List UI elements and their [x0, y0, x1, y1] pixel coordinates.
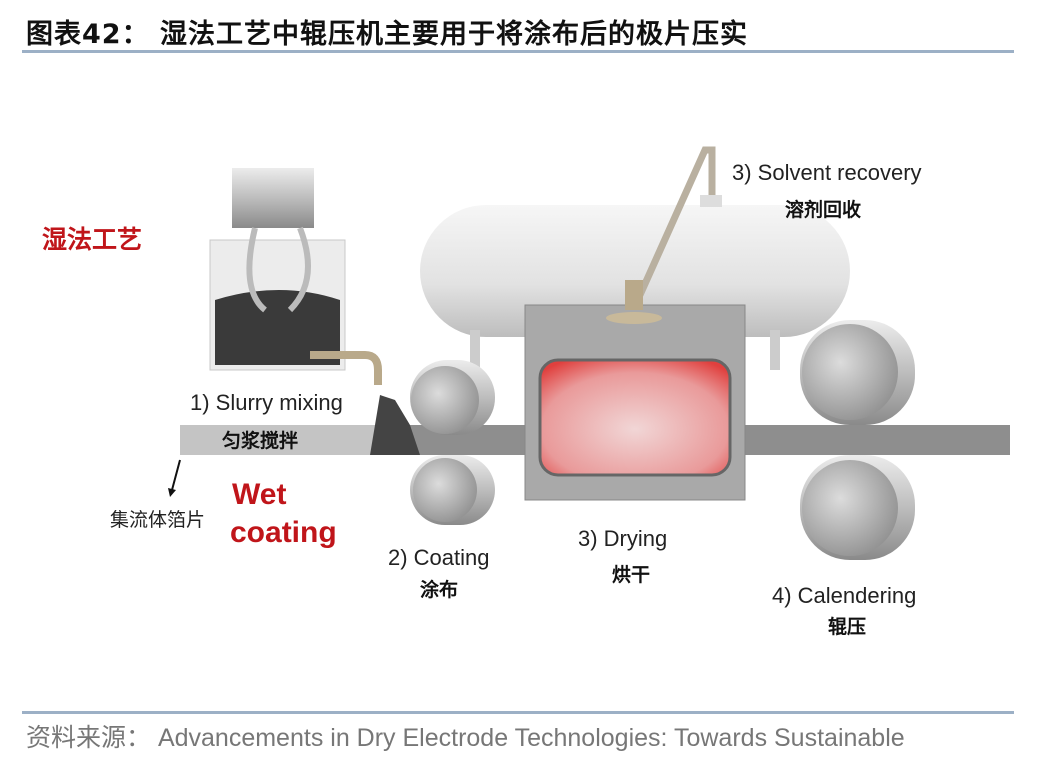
step-drying-label: 3) Drying — [578, 526, 668, 551]
title-divider — [22, 50, 1014, 53]
step-mixing-label: 1) Slurry mixing — [190, 390, 343, 415]
step-calendering-cn: 辊压 — [828, 616, 867, 638]
collector-arrow — [171, 459, 181, 491]
wet-process-label: 湿法工艺 — [42, 225, 143, 254]
source-note: 资料来源： Advancements in Dry Electrode Tech… — [26, 724, 905, 752]
wet-coating-label-line1: Wet — [232, 478, 287, 511]
step-calendering-label: 4) Calendering — [772, 583, 917, 608]
calender-rollers — [800, 320, 915, 560]
step-drying-cn: 烘干 — [612, 564, 651, 586]
wet-coating-label-line2: coating — [230, 516, 337, 549]
step-mixing-cn: 匀浆搅拌 — [222, 430, 299, 452]
step-solvent-label: 3) Solvent recovery — [732, 160, 922, 185]
coating-rollers — [410, 360, 495, 525]
step-coating-cn: 涂布 — [420, 579, 459, 601]
drying-oven — [524, 280, 746, 501]
slurry-mixer — [209, 168, 382, 385]
solvent-recovery-tank — [420, 146, 850, 370]
collector-label: 集流体箔片 — [110, 509, 206, 531]
step-solvent-cn: 溶剂回收 — [785, 199, 862, 221]
footer-divider — [22, 711, 1014, 714]
step-coating-label: 2) Coating — [388, 545, 490, 570]
figure-title: 图表42： 湿法工艺中辊压机主要用于将涂布后的极片压实 — [26, 19, 748, 50]
